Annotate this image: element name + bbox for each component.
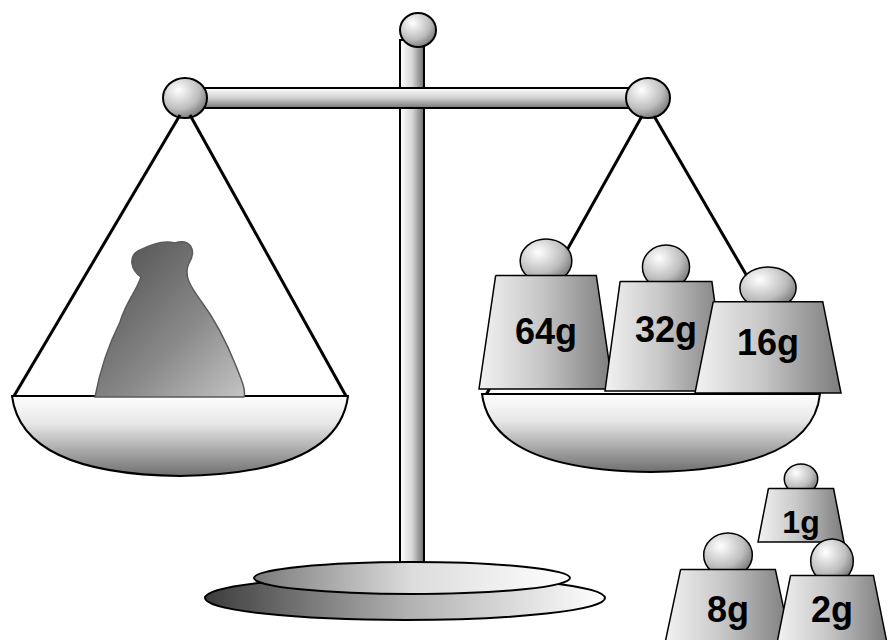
beam-end-knob [163,78,207,118]
weight-label: 16g [694,325,842,361]
weight-label: 64g [478,314,614,350]
weight-body [777,575,887,640]
weight: 64g [478,238,614,390]
weight: 8g [664,532,792,640]
pole [400,40,424,562]
weight-body [665,569,791,640]
right-pan [482,394,820,472]
weight: 1g [757,463,845,543]
top-knob [400,13,436,47]
beam-end-knob [626,78,670,118]
beam [185,88,648,108]
weight-body [479,275,613,389]
weight-label: 2g [776,592,888,628]
weight: 2g [776,538,888,640]
weight-label: 32g [604,312,728,348]
left-pan [12,396,348,476]
sack [95,242,245,397]
weight-body [695,302,841,393]
weight-label: 1g [757,506,845,538]
base-top [254,562,570,594]
weight-label: 8g [664,592,792,628]
weight-body [758,489,844,543]
weight: 16g [694,266,842,394]
